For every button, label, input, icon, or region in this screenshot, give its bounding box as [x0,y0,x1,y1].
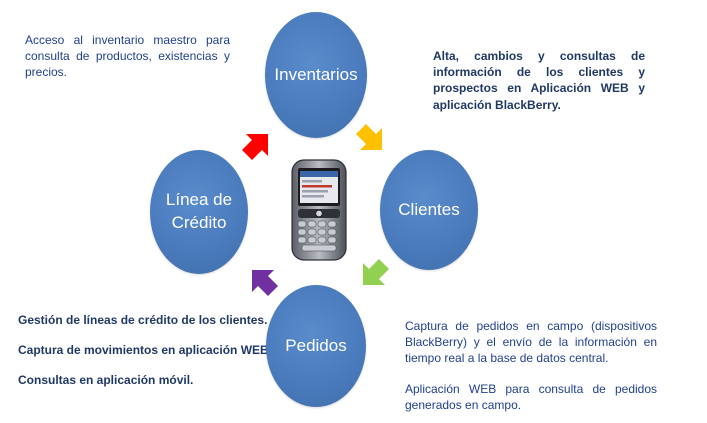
blackberry-phone-icon [291,159,347,261]
note-inventarios: Acceso al inventario maestro para consul… [25,32,230,81]
note-credito-line-3: Consultas en aplicación móvil. [18,373,194,388]
node-inventarios: Inventarios [265,12,367,138]
arrow-pedidos-to-credito-icon [252,270,278,296]
node-clientes: Clientes [380,150,478,270]
note-pedidos: Captura de pedidos en campo (dispositivo… [405,318,657,413]
note-credito-line-2: Captura de movimientos en aplicación WEB [18,343,269,358]
note-credito-line-1: Gestión de líneas de crédito de los clie… [18,313,268,327]
note-clientes-text: Alta, cambios y consultas de información… [433,49,645,112]
node-linea-credito: Línea de Crédito [150,150,248,274]
note-inventarios-text: Acceso al inventario maestro para consul… [25,33,230,80]
node-clientes-label: Clientes [398,199,460,219]
arrow-credito-to-inventarios-icon [242,134,268,160]
note-pedidos-para-1: Captura de pedidos en campo (dispositivo… [405,319,657,366]
node-inventarios-label: Inventarios [274,64,358,84]
node-credito-label-2: Crédito [171,213,227,232]
node-pedidos-label: Pedidos [285,335,347,355]
arrow-inventarios-to-clientes-icon [356,124,382,150]
note-clientes: Alta, cambios y consultas de información… [433,48,645,113]
note-pedidos-para-2: Aplicación WEB para consulta de pedidos … [405,381,657,412]
node-credito-label-1: Línea de [165,190,233,210]
arrow-clientes-to-pedidos-icon [363,259,389,285]
node-pedidos: Pedidos [266,285,366,407]
note-credito: Gestión de líneas de crédito de los clie… [18,312,273,389]
